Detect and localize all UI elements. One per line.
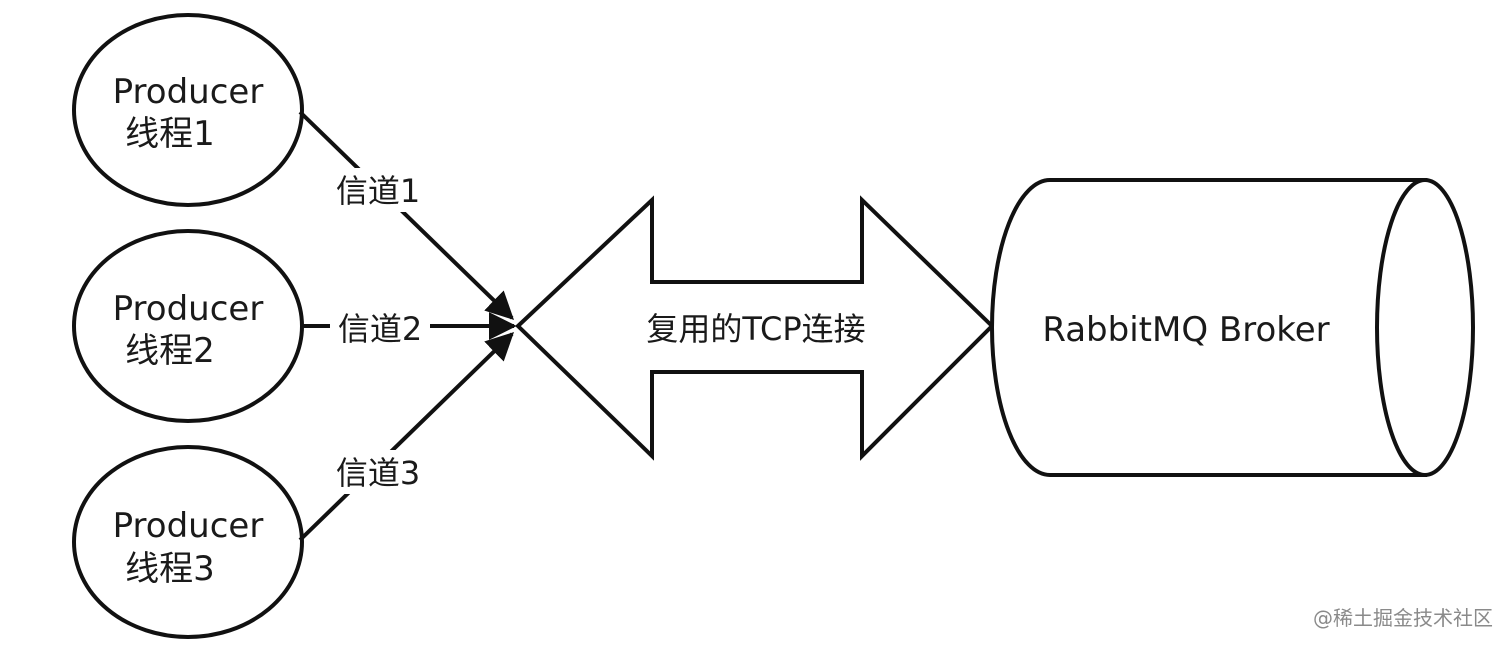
- channel-label-3: 信道3: [328, 450, 428, 494]
- channel-label-1: 信道1: [328, 168, 428, 212]
- producer-2-thread: 线程2: [125, 331, 215, 371]
- tcp-connection-label: 复用的TCP连接: [646, 310, 865, 348]
- producer-3-title: Producer: [113, 506, 264, 546]
- channel-2-text: 信道2: [338, 310, 422, 348]
- producer-2-title: Producer: [113, 289, 264, 329]
- producer-node-3: Producer 线程3: [72, 445, 304, 639]
- producer-node-2: Producer 线程2: [72, 229, 304, 423]
- channel-1-text: 信道1: [336, 172, 420, 210]
- channel-label-2: 信道2: [330, 306, 430, 348]
- watermark-text: @稀土掘金技术社区: [1313, 606, 1493, 630]
- channel-3-text: 信道3: [336, 454, 420, 492]
- channel-arrow-1: [298, 110, 515, 320]
- producer-3-thread: 线程3: [125, 549, 215, 589]
- producer-1-title: Producer: [113, 72, 264, 112]
- broker-cylinder: RabbitMQ Broker: [990, 178, 1475, 477]
- producer-1-thread: 线程1: [125, 114, 215, 154]
- channel-arrow-3: [298, 332, 515, 542]
- producer-node-1: Producer 线程1: [72, 13, 304, 207]
- broker-label: RabbitMQ Broker: [1042, 310, 1329, 350]
